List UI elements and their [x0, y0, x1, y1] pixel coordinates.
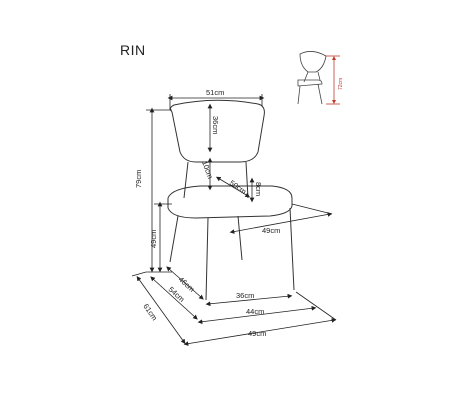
- product-title: RIN: [120, 42, 146, 58]
- back-post-right: [245, 161, 249, 199]
- dim-line-front-width-inner: [205, 293, 293, 307]
- label-front-width-inner: 36cm: [236, 291, 254, 300]
- label-total-height: 79cm: [134, 170, 143, 188]
- label-back-gap: 10cm: [200, 160, 215, 180]
- backrest-shape: [169, 99, 265, 163]
- dimension-lines: [131, 94, 337, 346]
- seat-shape: [167, 185, 293, 219]
- leg-back-left: [237, 215, 243, 261]
- thumbnail-height-line: [326, 55, 340, 105]
- leg-front-left: [169, 215, 179, 263]
- label-front-width-outer: 49cm: [248, 329, 266, 338]
- chair-outline: [167, 99, 295, 301]
- label-seat-width-top: 49cm: [262, 226, 280, 235]
- label-seat-thickness: 8cm: [254, 182, 263, 196]
- leg-front-right: [205, 217, 209, 301]
- dim-line-front-width-outer: [183, 318, 337, 346]
- label-front-width-mid: 44cm: [246, 307, 264, 316]
- dim-line-seat-width: [229, 212, 333, 234]
- label-backrest-width: 51cm: [206, 88, 224, 97]
- label-backrest-height: 36cm: [211, 116, 220, 134]
- label-seat-height: 49cm: [149, 230, 158, 248]
- dim-line-seat-depth: [215, 176, 251, 198]
- label-seat-depth-top: 50cm: [228, 178, 248, 196]
- label-thumbnail-height: 72cm: [338, 78, 344, 90]
- label-side-depth-outer: 61cm: [141, 302, 159, 322]
- leg-back-right: [289, 207, 295, 291]
- back-post-left: [183, 161, 189, 199]
- thumbnail-side-view: [297, 51, 327, 105]
- dim-line-side-depth-outer: [136, 276, 186, 344]
